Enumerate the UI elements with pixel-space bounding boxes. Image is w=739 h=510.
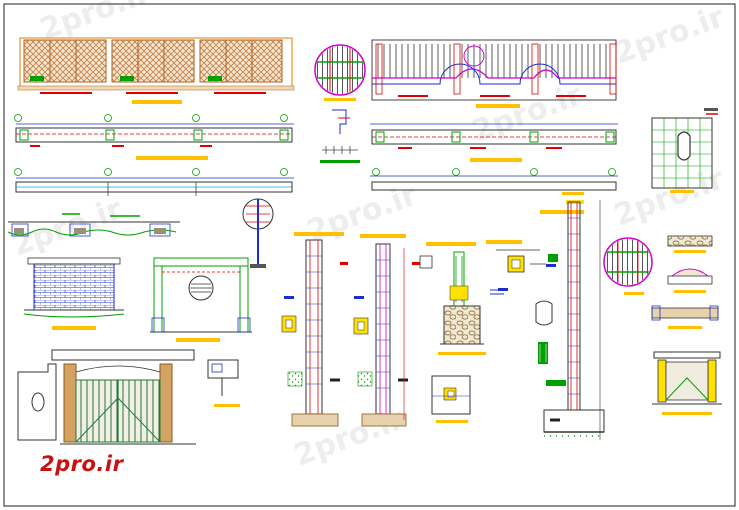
wall-section-strip bbox=[7, 213, 180, 237]
column-section-detail bbox=[242, 198, 274, 268]
sheet-border bbox=[3, 3, 736, 507]
beam-section-details bbox=[651, 235, 719, 329]
column-base-plan bbox=[651, 113, 718, 193]
railing-plan-strip-1 bbox=[370, 123, 618, 162]
railing-plan-strip-2 bbox=[370, 168, 618, 195]
column-section-b bbox=[353, 234, 408, 427]
connection-detail bbox=[486, 240, 553, 364]
annotation-markers bbox=[284, 108, 718, 299]
fence-elevation-left bbox=[17, 37, 295, 104]
small-gate-elevation bbox=[652, 351, 722, 415]
circle-detail-top bbox=[314, 44, 366, 101]
brick-wall-elevation bbox=[23, 257, 125, 330]
detail-title-bar bbox=[476, 104, 520, 108]
tall-column-section bbox=[540, 200, 605, 440]
stone-footing-detail bbox=[419, 242, 486, 355]
foundation-plan-strip-2 bbox=[14, 168, 294, 196]
site-logo: 2pro.ir bbox=[40, 452, 124, 476]
gate-elevation bbox=[17, 349, 196, 445]
circle-detail-right bbox=[603, 237, 653, 295]
pergola-elevation bbox=[150, 257, 252, 342]
small-plan-detail bbox=[431, 375, 471, 423]
small-box-detail bbox=[207, 359, 240, 407]
railing-elevation-right bbox=[371, 39, 617, 108]
detail-title-bar bbox=[132, 100, 182, 104]
foundation-plan-strip-1 bbox=[14, 114, 294, 160]
column-section-a bbox=[281, 232, 344, 427]
bracket-detail bbox=[320, 109, 360, 163]
